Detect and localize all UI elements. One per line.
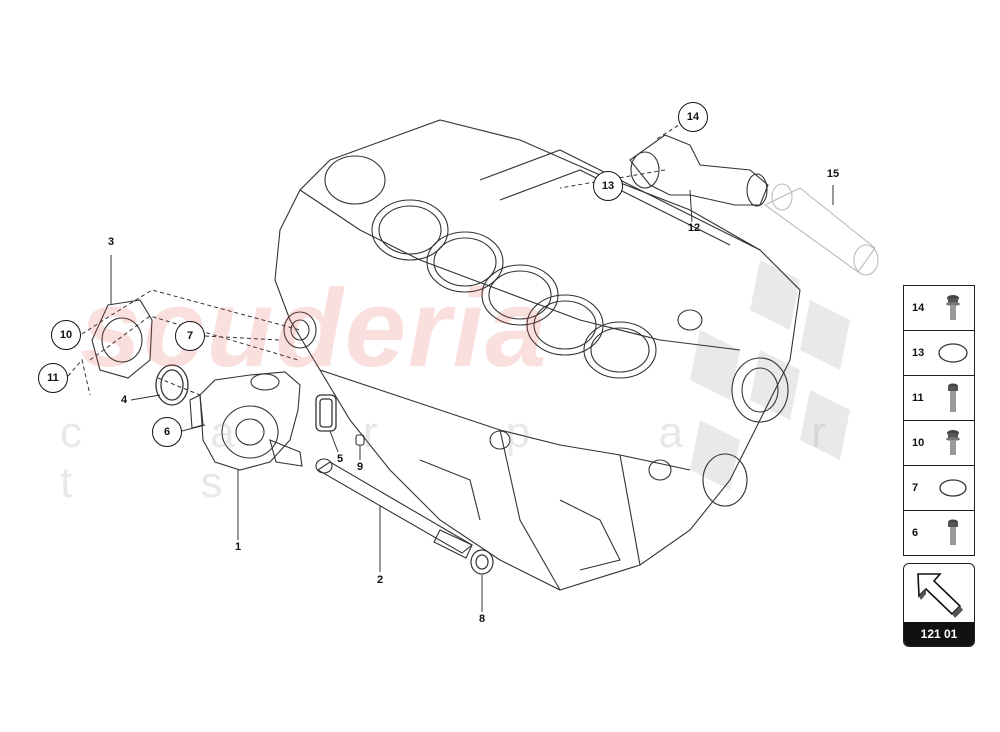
- seal-ring: [470, 549, 494, 575]
- callout-4[interactable]: 4: [120, 394, 128, 406]
- coolant-pipe: [629, 134, 769, 207]
- callout-5[interactable]: 5: [336, 453, 344, 465]
- callout-3[interactable]: 3: [107, 236, 115, 248]
- drive-shaft: [315, 458, 473, 559]
- callout-14[interactable]: 14: [678, 102, 708, 132]
- callout-9[interactable]: 9: [356, 461, 364, 473]
- callout-6[interactable]: 6: [152, 417, 182, 447]
- panel-row-number: 6: [912, 527, 919, 539]
- panel-row-6[interactable]: 6: [904, 511, 974, 555]
- callout-11[interactable]: 11: [38, 363, 68, 393]
- watermark-text: scuderia: [80, 267, 549, 390]
- panel-row-number: 7: [912, 482, 919, 494]
- panel-row-11[interactable]: 11: [904, 376, 974, 421]
- leader-solid: [110, 185, 834, 612]
- o-ring-icon: [938, 343, 968, 363]
- panel-row-number: 11: [912, 392, 924, 404]
- panel-row-14[interactable]: 14: [904, 286, 974, 331]
- checkered-flag-watermark: [690, 260, 850, 490]
- callout-15[interactable]: 15: [826, 168, 840, 180]
- panel-row-13[interactable]: 13: [904, 331, 974, 376]
- panel-row-number: 14: [912, 302, 925, 314]
- o-ring-icon: [939, 479, 967, 497]
- diagram-code: 121 01: [904, 622, 974, 646]
- flange-bolt-icon: [946, 295, 960, 320]
- callout-1[interactable]: 1: [234, 541, 242, 553]
- callout-13[interactable]: 13: [593, 171, 623, 201]
- coolant-hose: [763, 183, 879, 276]
- watermark-subtext: c a r p a r t s: [60, 408, 884, 507]
- bolt-icon: [948, 383, 958, 412]
- hardware-panel: 14 13 11 10 7: [903, 285, 975, 556]
- panel-row-number: 10: [912, 437, 925, 449]
- diagram-nav-badge[interactable]: 121 01: [903, 563, 975, 647]
- callout-2[interactable]: 2: [376, 574, 384, 586]
- flange-bolt-icon: [946, 430, 960, 455]
- water-pump: [189, 371, 303, 471]
- panel-row-number: 13: [912, 347, 925, 359]
- gaskets: [155, 364, 337, 432]
- callout-10[interactable]: 10: [51, 320, 81, 350]
- flange-cover: [91, 299, 153, 379]
- panel-row-7[interactable]: 7: [904, 466, 974, 511]
- leader-dashed: [67, 117, 691, 396]
- arrow-icon: [917, 573, 963, 618]
- bolt-icon: [948, 519, 958, 545]
- panel-row-10[interactable]: 10: [904, 421, 974, 466]
- callout-12[interactable]: 12: [687, 222, 701, 234]
- callout-8[interactable]: 8: [478, 613, 486, 625]
- engine-block: [274, 119, 801, 591]
- callout-7[interactable]: 7: [175, 321, 205, 351]
